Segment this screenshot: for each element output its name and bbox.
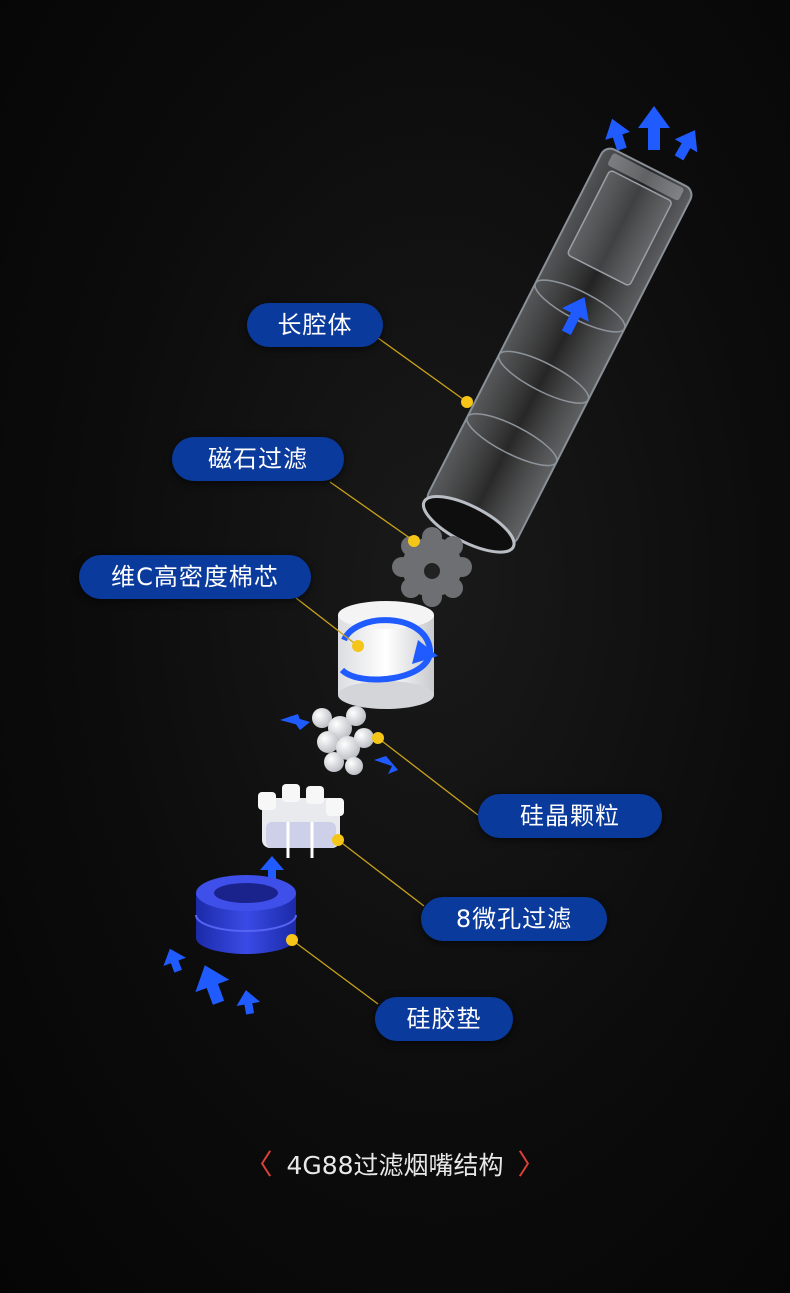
label-silicone-pad: 硅胶垫 <box>375 997 513 1041</box>
caption-text: 4G88过滤烟嘴结构 <box>286 1151 504 1180</box>
magnet-filter-part <box>392 527 472 607</box>
label-silica-granules: 硅晶颗粒 <box>478 794 662 838</box>
label-magnet-filter: 磁石过滤 <box>172 437 344 481</box>
leader-dots <box>286 396 473 946</box>
caption-right-bracket: 〉 <box>517 1148 546 1181</box>
label-micro-hole-filter: 8微孔过滤 <box>421 897 607 941</box>
caption-left-bracket: 〈 <box>244 1148 273 1181</box>
micro-hole-filter-part <box>258 784 344 882</box>
leader-lines <box>291 337 479 1005</box>
inflow-arrows <box>163 948 261 1015</box>
cotton-core-part <box>338 601 438 709</box>
silica-granules-part <box>280 706 398 775</box>
diagram-caption: 〈 4G88过滤烟嘴结构〉 <box>0 1145 790 1186</box>
label-long-chamber: 长腔体 <box>247 303 383 347</box>
silicone-pad-part <box>195 875 297 954</box>
outflow-arrows <box>605 106 698 161</box>
label-vitc-cotton-core: 维C高密度棉芯 <box>79 555 311 599</box>
long-chamber-tube <box>421 147 693 554</box>
